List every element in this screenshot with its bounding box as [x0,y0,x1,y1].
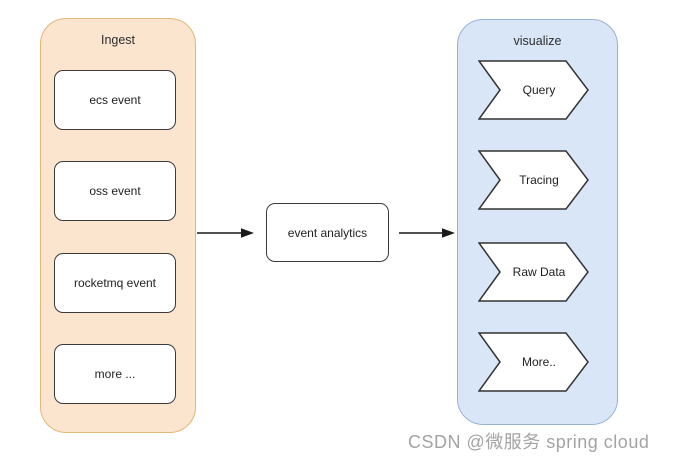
chevron-label: More.. [521,355,556,369]
visualize-group-title: visualize [513,34,562,48]
chevron-label: Raw Data [512,265,566,279]
node-label: ecs event [89,93,141,107]
arrowhead-icon [442,228,455,238]
arrow-ingest-to-analytics [197,228,254,238]
chevron-more: More.. [478,332,590,392]
chevron-label: Query [522,83,556,97]
node-more: more ... [54,344,176,404]
node-label: event analytics [287,225,368,240]
node-rocketmq-event: rocketmq event [54,253,176,313]
chevron-shape-icon [478,60,589,120]
arrowhead-icon [241,228,254,238]
chevron-shape-icon [478,150,589,210]
chevron-shape-icon [478,242,589,302]
chevron-shape-icon [478,332,589,392]
chevron-raw-data: Raw Data [478,242,590,302]
node-ecs-event: ecs event [54,70,176,130]
node-label: oss event [89,184,141,198]
node-oss-event: oss event [54,161,176,221]
node-event-analytics: event analytics [266,203,389,262]
ingest-group-title: Ingest [100,33,136,47]
chevron-tracing: Tracing [478,150,590,210]
chevron-query: Query [478,60,590,120]
chevron-label: Tracing [519,173,559,187]
node-label: more ... [94,367,136,381]
arrow-analytics-to-visualize [399,228,455,238]
node-label: rocketmq event [73,276,157,290]
watermark: CSDN @微服务 spring cloud [408,432,650,452]
